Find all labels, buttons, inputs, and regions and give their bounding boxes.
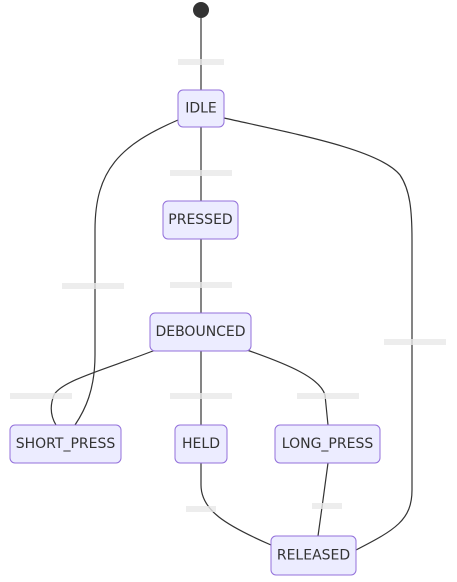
state-long-press: LONG_PRESS — [274, 424, 381, 464]
transitions — [10, 18, 446, 551]
edge-held-to-released — [200, 463, 272, 546]
edge-label-debounced-held — [170, 393, 232, 399]
state-long-press-label: LONG_PRESS — [282, 436, 374, 452]
edge-debounced-to-long-press — [243, 348, 329, 426]
edge-label-start-idle — [178, 59, 224, 65]
state-short-press-label: SHORT_PRESS — [16, 436, 116, 452]
state-idle: IDLE — [177, 89, 225, 128]
state-debounced-label: DEBOUNCED — [155, 324, 245, 340]
edge-label-long-press-released — [312, 503, 342, 509]
edge-idle-to-short-press — [74, 119, 179, 426]
state-pressed-label: PRESSED — [168, 212, 232, 228]
state-released-label: RELEASED — [277, 548, 350, 564]
state-held: HELD — [174, 424, 228, 464]
edge-long-press-to-released — [317, 462, 329, 537]
state-short-press: SHORT_PRESS — [9, 424, 122, 464]
start-node — [193, 2, 209, 18]
state-debounced: DEBOUNCED — [149, 312, 252, 352]
state-held-label: HELD — [182, 436, 220, 452]
edge-label-pressed-debounced — [170, 282, 232, 288]
edge-label-debounced-long-press — [297, 393, 359, 399]
edge-idle-to-released — [223, 117, 413, 551]
state-pressed: PRESSED — [162, 200, 239, 240]
edge-label-debounced-short-press — [10, 393, 72, 399]
edge-debounced-to-short-press — [50, 348, 159, 426]
state-idle-label: IDLE — [185, 101, 217, 117]
edge-label-idle-short-press — [62, 283, 124, 289]
edge-label-held-released — [186, 506, 216, 512]
edge-label-idle-pressed — [170, 170, 232, 176]
edge-label-idle-released — [384, 339, 446, 345]
state-released: RELEASED — [270, 535, 357, 576]
